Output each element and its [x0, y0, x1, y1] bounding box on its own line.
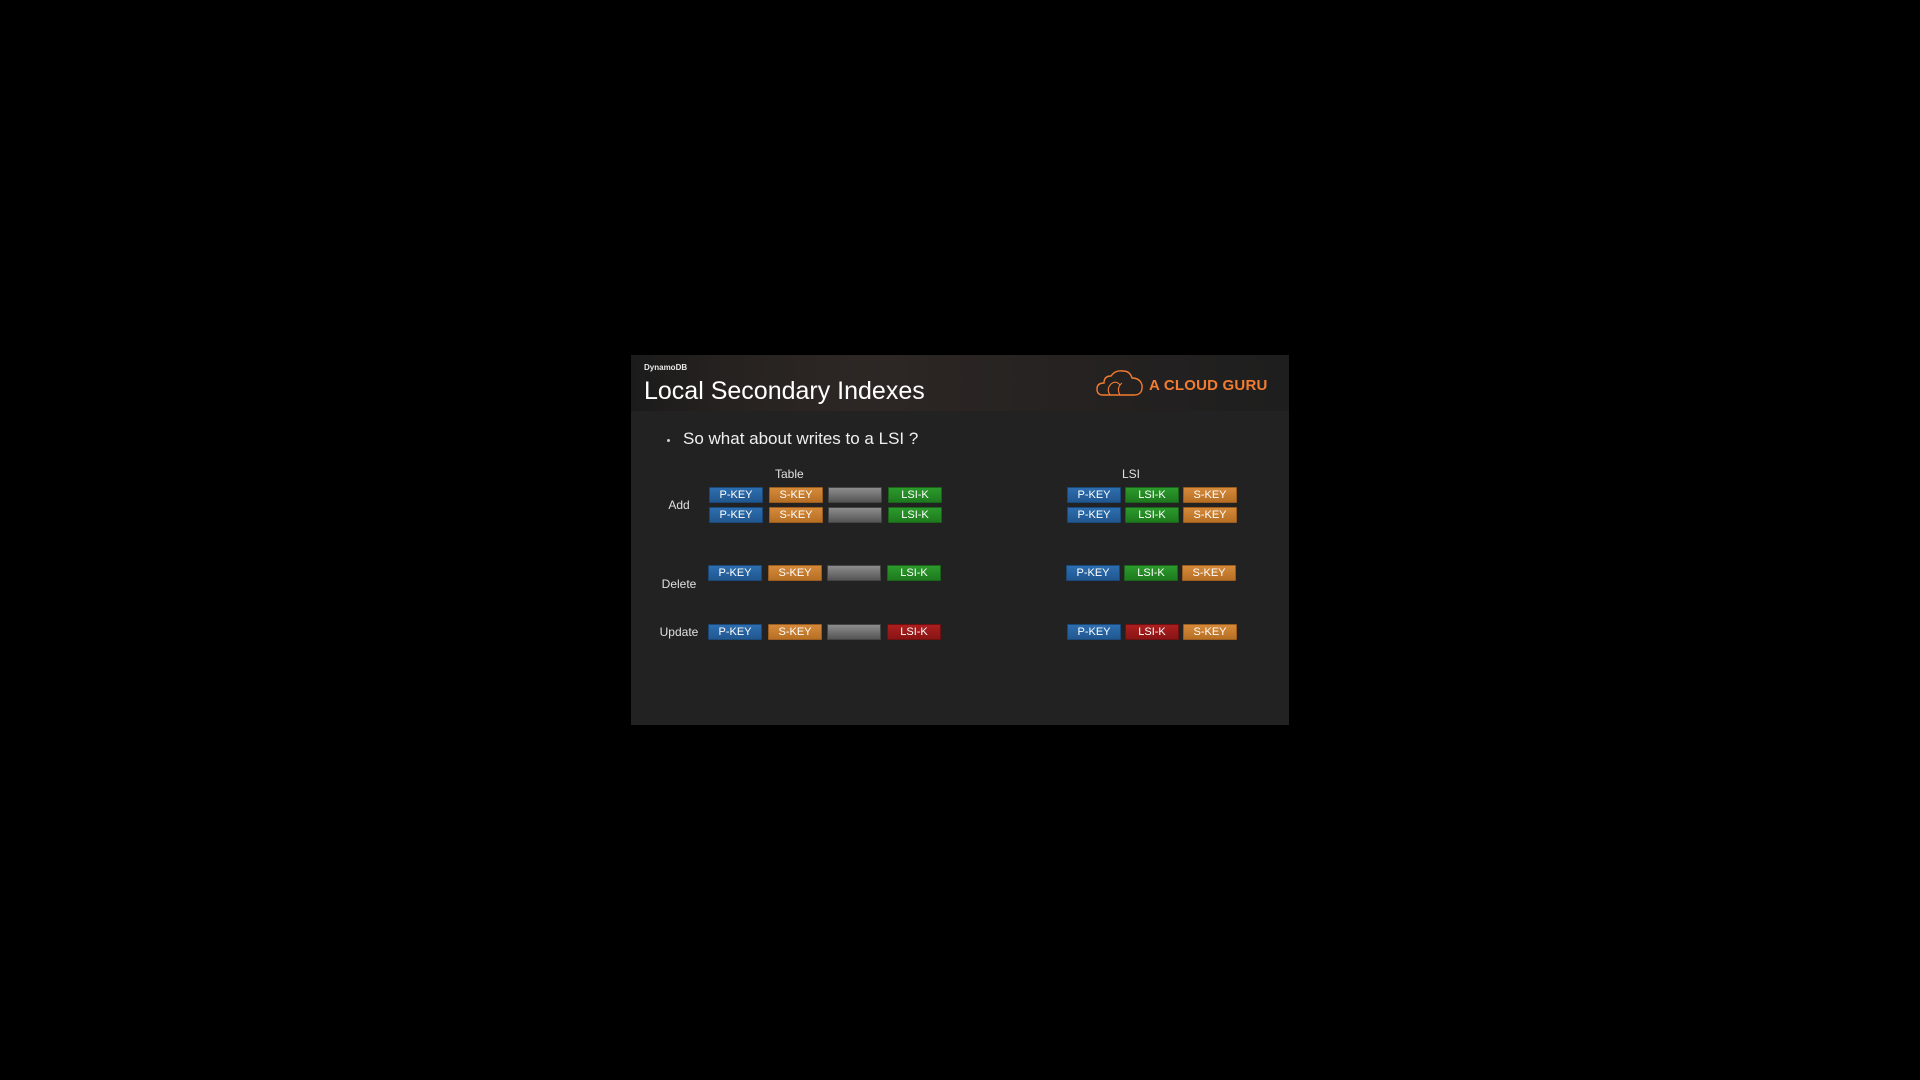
- lsi-add-2-lsik: LSI-K: [1125, 507, 1179, 523]
- table-add-1-attribute: [828, 487, 882, 503]
- table-add-2-attribute: [828, 507, 882, 523]
- lsi-update-pkey: P-KEY: [1067, 624, 1121, 640]
- lsi-add-1-skey: S-KEY: [1183, 487, 1237, 503]
- lsi-add-2-pkey: P-KEY: [1067, 507, 1121, 523]
- table-update-skey: S-KEY: [768, 624, 822, 640]
- slide: DynamoDB Local Secondary Indexes A CLOUD…: [631, 355, 1289, 725]
- table-delete-skey: S-KEY: [768, 565, 822, 581]
- eyebrow-label: DynamoDB: [644, 363, 688, 372]
- table-update-pkey: P-KEY: [708, 624, 762, 640]
- table-add-1-skey: S-KEY: [769, 487, 823, 503]
- table-update-attribute: [827, 624, 881, 640]
- table-add-2-skey: S-KEY: [769, 507, 823, 523]
- logo-text: A CLOUD GURU: [1149, 376, 1268, 394]
- slide-title: Local Secondary Indexes: [644, 377, 925, 405]
- lsi-update-lsik-changed: LSI-K: [1125, 624, 1179, 640]
- table-add-1-pkey: P-KEY: [709, 487, 763, 503]
- lsi-add-1-lsik: LSI-K: [1125, 487, 1179, 503]
- row-label-delete: Delete: [661, 577, 697, 591]
- table-add-2-lsik: LSI-K: [888, 507, 942, 523]
- table-delete-lsik: LSI-K: [887, 565, 941, 581]
- bullet-marker: [667, 439, 670, 442]
- table-column-heading: Table: [775, 467, 804, 481]
- lsi-update-skey: S-KEY: [1183, 624, 1237, 640]
- table-delete-attribute: [827, 565, 881, 581]
- cloud-icon: [1096, 368, 1144, 403]
- lsi-add-1-pkey: P-KEY: [1067, 487, 1121, 503]
- lsi-column-heading: LSI: [1122, 467, 1141, 481]
- table-update-lsik-changed: LSI-K: [887, 624, 941, 640]
- slide-header: DynamoDB Local Secondary Indexes A CLOUD…: [631, 355, 1289, 411]
- lsi-delete-pkey: P-KEY: [1066, 565, 1120, 581]
- logo: A CLOUD GURU: [1096, 368, 1268, 403]
- table-add-2-pkey: P-KEY: [709, 507, 763, 523]
- row-label-add: Add: [668, 498, 690, 512]
- table-add-1-lsik: LSI-K: [888, 487, 942, 503]
- lsi-delete-skey: S-KEY: [1182, 565, 1236, 581]
- bullet-text: So what about writes to a LSI ?: [683, 429, 919, 448]
- row-label-update: Update: [659, 625, 699, 639]
- lsi-add-2-skey: S-KEY: [1183, 507, 1237, 523]
- table-delete-pkey: P-KEY: [708, 565, 762, 581]
- lsi-delete-lsik: LSI-K: [1124, 565, 1178, 581]
